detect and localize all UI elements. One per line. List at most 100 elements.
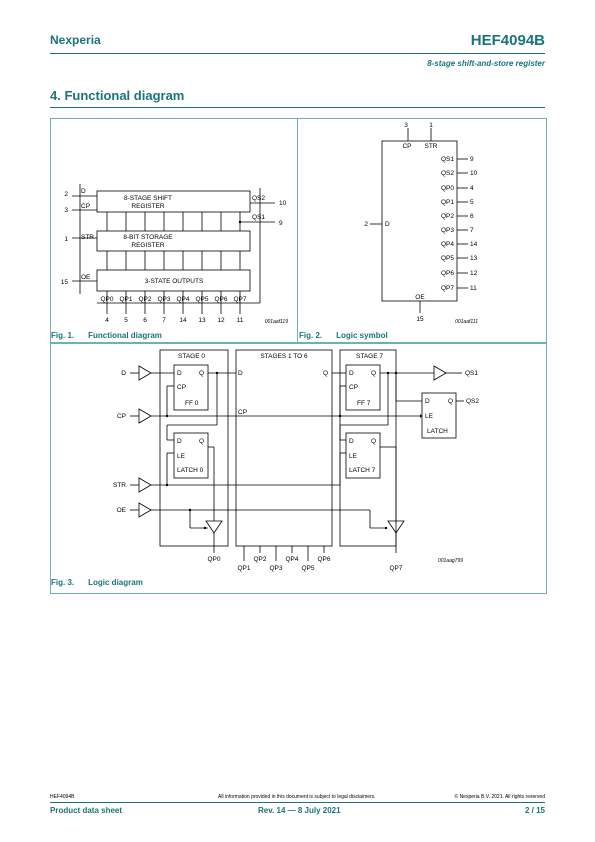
ff7-q: Q [371, 370, 376, 377]
qs1-pin: 9 [470, 156, 474, 163]
latch0-d: D [177, 438, 182, 445]
qp1-label: QP1 [119, 296, 132, 303]
pin-str: 1 [64, 236, 68, 243]
qp1-pin: 5 [470, 199, 474, 206]
ff7-cp: CP [349, 384, 358, 391]
oe-label: OE [415, 294, 425, 301]
oe-pin: 15 [416, 316, 424, 323]
fig3-caption-text: Logic diagram [88, 578, 143, 587]
latch0-q: Q [199, 438, 204, 445]
fig1-code: 001aaf119 [265, 319, 288, 325]
brand-name: Nexperia [50, 33, 101, 47]
ff0-q: Q [199, 370, 204, 377]
qp2-label: QP2 [441, 213, 454, 220]
qp2-label: QP2 [253, 556, 266, 563]
qp4-pin: 14 [470, 241, 478, 248]
qp0-pin: 4 [470, 185, 474, 192]
qp1-label: QP1 [441, 199, 454, 206]
latch7-le: LE [349, 453, 358, 460]
footer-doc-id: HEF4094B [50, 794, 75, 800]
functional-diagram: 8-STAGE SHIFT REGISTER 8-BIT STORAGE REG… [61, 184, 288, 325]
ff7-d: D [349, 370, 354, 377]
section-title: 4. Functional diagram [50, 88, 185, 103]
input-cp-label: CP [117, 413, 126, 420]
latch-out-q: Q [448, 398, 453, 405]
qp6-pin: 12 [470, 270, 478, 277]
ff0-cp: CP [177, 384, 186, 391]
qp3-label: QP3 [157, 296, 170, 303]
d-pin: 2 [364, 221, 368, 228]
qs2-label: QS2 [466, 398, 479, 405]
qp4-label: QP4 [285, 556, 298, 563]
input-oe-label: OE [81, 274, 91, 281]
storage-register-label-2: REGISTER [131, 242, 165, 249]
fig3-code: 001aag799 [438, 558, 463, 564]
mid-q: Q [323, 370, 328, 377]
qs2-label: QS2 [252, 195, 265, 202]
fig2-caption: Fig. 2. Logic symbol [299, 331, 388, 340]
fig1-caption-text: Functional diagram [88, 331, 162, 340]
pin-oe: 15 [61, 279, 69, 286]
latch7-q: Q [371, 438, 376, 445]
shift-register-label-1: 8-STAGE SHIFT [124, 195, 172, 202]
input-oe-label: OE [117, 507, 127, 514]
qp5-label: QP5 [441, 255, 454, 262]
mid-d: D [238, 370, 243, 377]
fig1-caption-number: Fig. 1. [51, 331, 75, 340]
footer-page-number: 2 / 15 [524, 806, 545, 815]
fig2-code: 001aaf111 [455, 319, 478, 325]
fig3-caption: Fig. 3.Logic diagram [51, 578, 143, 587]
qp7-label: QP7 [233, 296, 246, 303]
str-label: STR [425, 143, 438, 150]
latch0-name: LATCH 0 [177, 467, 204, 474]
header-rule [50, 53, 545, 54]
footer-revision: Rev. 14 — 8 July 2021 [258, 806, 341, 815]
qp0-pin: 4 [105, 317, 109, 324]
qs1-label: QS1 [252, 214, 265, 221]
qp3-label: QP3 [441, 227, 454, 234]
qp7-label: QP7 [441, 285, 454, 292]
qp6-label: QP6 [441, 270, 454, 277]
qp3-pin: 7 [162, 317, 166, 324]
qs1-label: QS1 [441, 156, 454, 163]
qp0-label: QP0 [100, 296, 113, 303]
latch-out-le: LE [425, 413, 434, 420]
fig2-caption-text: Logic symbol [336, 331, 388, 340]
latch0-le: LE [177, 453, 186, 460]
mid-cp: CP [238, 409, 247, 416]
logic-diagram: STAGE 0 STAGES 1 TO 6 STAGE 7 D CP STR O… [113, 349, 479, 572]
part-number: HEF4094B [470, 32, 545, 49]
footer-doc-type: Product data sheet [50, 806, 123, 815]
pin-cp: 3 [64, 207, 68, 214]
qp5-label: QP5 [195, 296, 208, 303]
qs1-label: QS1 [465, 370, 478, 377]
fig-divider [297, 118, 298, 342]
footer-copyright: © Nexperia B.V. 2021. All rights reserve… [454, 794, 546, 800]
qp1-label: QP1 [237, 565, 250, 572]
document-subtitle: 8-stage shift-and-store register [427, 59, 545, 68]
qp5-label: QP5 [301, 565, 314, 572]
qp7-pin: 11 [470, 285, 477, 292]
stages-mid-label: STAGES 1 TO 6 [260, 353, 308, 360]
qp3-pin: 7 [470, 227, 474, 234]
logic-symbol: 3 CP 1 STR 2 D OE 15 QS1 9 QS2 10 QP0 4 … [364, 122, 478, 325]
latch-out-d: D [425, 398, 430, 405]
shift-register-label-2: REGISTER [131, 203, 165, 210]
qp5-pin: 13 [198, 317, 206, 324]
qp6-label: QP6 [317, 556, 330, 563]
d-label: D [385, 221, 390, 228]
qs2-pin: 10 [279, 200, 287, 207]
input-str-label: STR [81, 234, 94, 241]
stage7-label: STAGE 7 [356, 353, 383, 360]
input-d-label: D [81, 188, 86, 195]
footer-disclaimer: All information provided in this documen… [218, 794, 376, 800]
fig2-caption-number: Fig. 2. [299, 331, 323, 340]
qp6-pin: 12 [217, 317, 225, 324]
input-cp-label: CP [81, 203, 90, 210]
ff0-d: D [177, 370, 182, 377]
pin-d: 2 [64, 191, 68, 198]
qs2-pin: 10 [470, 170, 478, 177]
latch7-d: D [349, 438, 354, 445]
ff0-name: FF 0 [185, 400, 199, 407]
three-state-label: 3-STATE OUTPUTS [145, 278, 204, 285]
